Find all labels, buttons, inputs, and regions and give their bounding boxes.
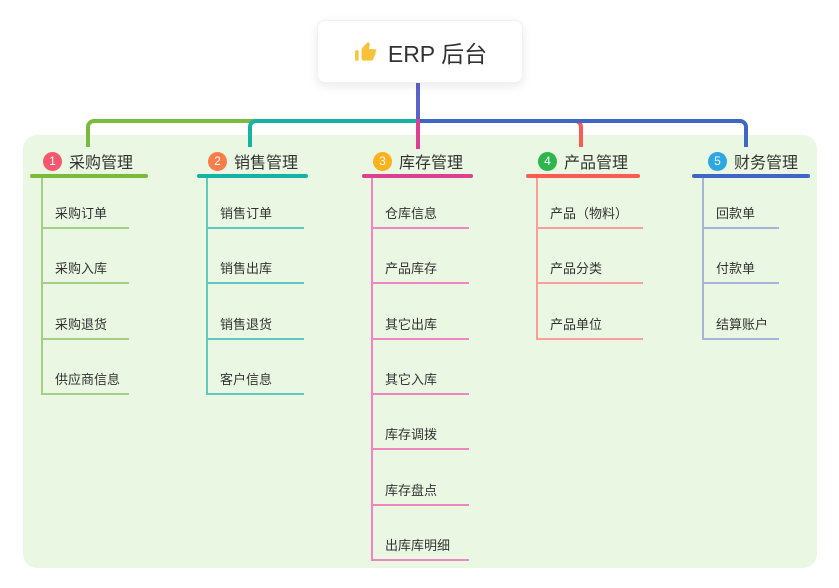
child-node[interactable]: 产品分类 [536, 256, 643, 284]
child-node[interactable]: 其它出库 [371, 312, 469, 340]
child-connector-line [702, 178, 704, 340]
branch-underline [362, 174, 473, 178]
child-node[interactable]: 采购退货 [41, 312, 129, 340]
child-node[interactable]: 付款单 [702, 256, 779, 284]
branch-underline [30, 174, 148, 178]
child-node[interactable]: 产品（物料） [536, 201, 643, 229]
child-node[interactable]: 客户信息 [206, 367, 304, 395]
child-connector-line [371, 178, 373, 561]
child-node[interactable]: 销售退货 [206, 312, 304, 340]
root-node[interactable]: ERP 后台 [317, 20, 523, 83]
connector-branch-3 [416, 119, 420, 149]
branch-header-finance[interactable]: 5 财务管理 [708, 149, 798, 173]
child-connector-line [41, 178, 43, 395]
branch-badge: 5 [708, 151, 727, 171]
child-connector-line [536, 178, 538, 340]
connector-branch-5 [418, 119, 748, 147]
thumbs-up-icon [353, 39, 379, 65]
branch-header-inventory[interactable]: 3 库存管理 [373, 149, 463, 173]
child-node[interactable]: 产品库存 [371, 256, 469, 284]
root-title: ERP 后台 [387, 40, 488, 67]
branch-header-purchase[interactable]: 1 采购管理 [43, 149, 133, 173]
child-node[interactable]: 其它入库 [371, 367, 469, 395]
child-node[interactable]: 回款单 [702, 201, 779, 229]
branch-label: 库存管理 [399, 155, 464, 172]
child-node[interactable]: 采购入库 [41, 256, 129, 284]
child-connector-line [206, 178, 208, 395]
child-node[interactable]: 仓库信息 [371, 201, 469, 229]
child-node[interactable]: 结算账户 [702, 312, 779, 340]
branch-badge: 2 [208, 151, 227, 171]
child-node[interactable]: 供应商信息 [41, 367, 129, 395]
child-node[interactable]: 产品单位 [536, 312, 643, 340]
branch-underline [526, 174, 640, 178]
branch-underline [692, 174, 810, 178]
branch-badge: 3 [373, 151, 392, 171]
child-node[interactable]: 库存盘点 [371, 478, 469, 506]
branch-badge: 1 [43, 151, 62, 171]
child-node[interactable]: 库存调拨 [371, 422, 469, 450]
branch-label: 采购管理 [69, 155, 134, 172]
child-node[interactable]: 出库库明细 [371, 533, 469, 561]
child-node[interactable]: 采购订单 [41, 201, 129, 229]
branch-label: 销售管理 [234, 155, 299, 172]
branch-label: 产品管理 [564, 155, 629, 172]
branch-badge: 4 [538, 151, 557, 171]
branches-panel [23, 135, 817, 568]
child-node[interactable]: 销售订单 [206, 201, 304, 229]
root-connector-line [416, 83, 420, 123]
branch-underline [197, 174, 308, 178]
branch-header-sales[interactable]: 2 销售管理 [208, 149, 298, 173]
branch-header-product[interactable]: 4 产品管理 [538, 149, 628, 173]
branch-label: 财务管理 [734, 155, 799, 172]
connector-branch-2 [248, 119, 418, 147]
child-node[interactable]: 销售出库 [206, 256, 304, 284]
